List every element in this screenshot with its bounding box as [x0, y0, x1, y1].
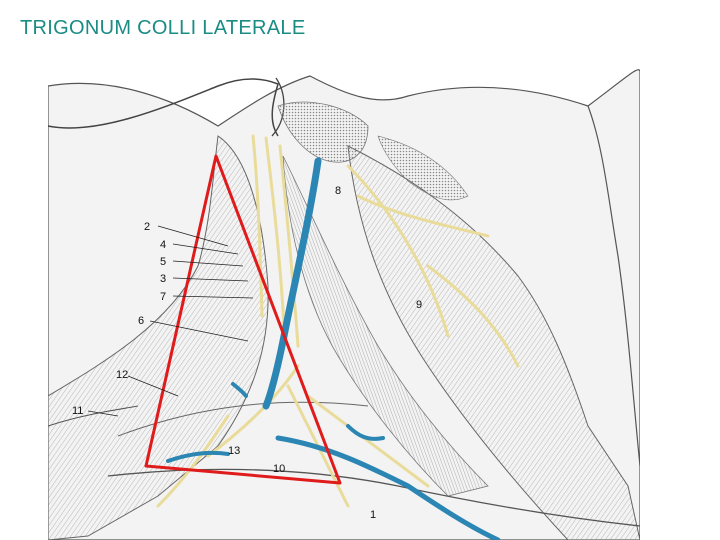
external-jugular-vein — [262, 157, 322, 410]
label-3: 3 — [160, 273, 166, 285]
label-1: 1 — [370, 509, 376, 521]
splenius-region — [277, 101, 369, 163]
omohyoid-outline — [117, 401, 369, 437]
label-4: 4 — [160, 239, 166, 251]
label-10: 10 — [273, 463, 285, 475]
label-2: 2 — [144, 221, 150, 233]
label-6: 6 — [138, 315, 144, 327]
jaw-outline — [48, 78, 279, 137]
label-11: 11 — [72, 405, 83, 417]
label-leaders — [87, 225, 254, 417]
vein-branch-left — [166, 450, 230, 463]
skin-flap-left — [48, 405, 139, 427]
deep-neck-muscles — [282, 155, 489, 497]
label-13: 13 — [228, 445, 240, 457]
skin-flap-right — [587, 105, 640, 467]
neck-anatomy-illustration: 2 4 5 3 7 6 12 11 13 10 1 8 9 — [48, 69, 640, 540]
slide-title: TRIGONUM COLLI LATERALE — [20, 17, 306, 39]
trapezius-muscle — [347, 145, 640, 540]
label-12: 12 — [116, 369, 128, 381]
lateral-cervical-triangle — [144, 154, 342, 485]
nerves — [156, 134, 520, 508]
vein-branch-lower — [275, 435, 501, 540]
label-9: 9 — [416, 299, 422, 311]
label-8: 8 — [335, 185, 341, 197]
anatomy-labels: 2 4 5 3 7 6 12 11 13 10 1 8 9 — [72, 185, 422, 521]
label-5: 5 — [160, 256, 166, 268]
vein-fragment — [231, 382, 248, 398]
label-7: 7 — [160, 291, 166, 303]
occipital-region — [377, 135, 469, 201]
vein-branch-small — [346, 424, 385, 441]
